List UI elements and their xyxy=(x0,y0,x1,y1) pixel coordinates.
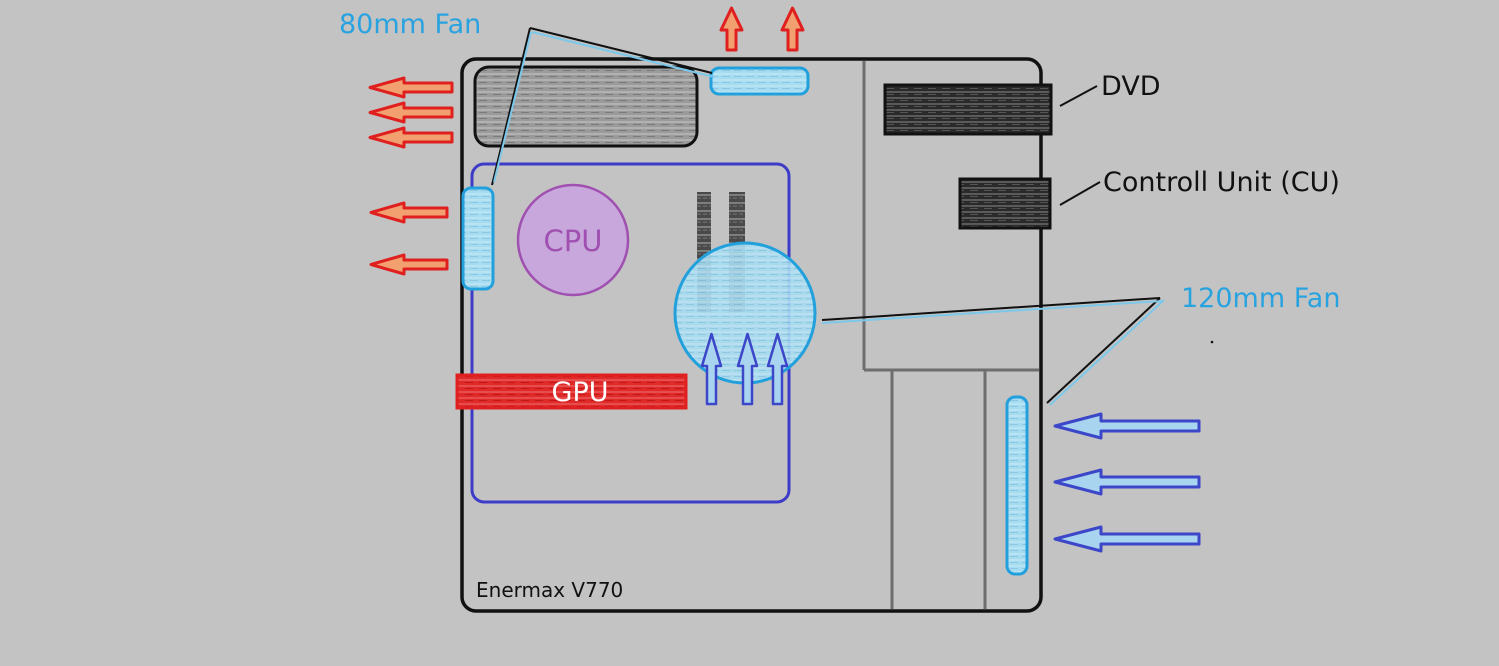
front-intake-arrows xyxy=(1053,412,1201,553)
exhaust-arrow-4 xyxy=(369,201,449,224)
exhaust-arrow-3 xyxy=(368,126,454,149)
psu-block xyxy=(473,65,699,148)
case-model-label: Enermax V770 xyxy=(476,578,623,602)
fan80-label: 80mm Fan xyxy=(339,9,481,40)
gpu-label: GPU xyxy=(552,377,609,408)
cooler-arrow-2 xyxy=(736,332,759,406)
cooler-arrow-1 xyxy=(700,332,723,406)
dvd-label: DVD xyxy=(1101,71,1161,102)
cu-label: Controll Unit (CU) xyxy=(1103,167,1340,198)
intake-arrow-2 xyxy=(1053,468,1201,496)
case-dividers xyxy=(862,61,1039,609)
control-unit xyxy=(958,177,1052,230)
intake-arrow-3 xyxy=(1053,525,1201,553)
top-80mm-fan xyxy=(709,66,810,96)
exhaust-arrow-1 xyxy=(368,76,454,99)
top-exhaust-arrow-1 xyxy=(719,6,744,52)
fan120-pointers xyxy=(821,297,1165,406)
dvd-pointer xyxy=(1059,85,1098,107)
fan80-pointers xyxy=(491,27,715,186)
cooler-airflow-arrows xyxy=(700,332,789,406)
gpu-card xyxy=(455,373,688,410)
exhaust-arrow-2 xyxy=(368,101,454,124)
cpu-circle xyxy=(516,183,630,297)
fan120-label: 120mm Fan xyxy=(1181,283,1340,314)
dvd-drive xyxy=(883,83,1053,136)
intake-arrow-1 xyxy=(1053,412,1201,440)
cpu-label: CPU xyxy=(544,224,603,258)
cooler-arrow-3 xyxy=(766,332,789,406)
exhaust-arrow-5 xyxy=(369,253,449,276)
cu-pointer xyxy=(1059,181,1101,206)
top-exhaust-arrow-2 xyxy=(780,6,805,52)
top-exhaust-arrows xyxy=(719,6,805,52)
stray-dot xyxy=(1210,340,1214,344)
front-120mm-fan xyxy=(1005,395,1029,576)
rear-exhaust-arrows xyxy=(368,76,454,276)
rear-80mm-fan xyxy=(461,186,495,291)
